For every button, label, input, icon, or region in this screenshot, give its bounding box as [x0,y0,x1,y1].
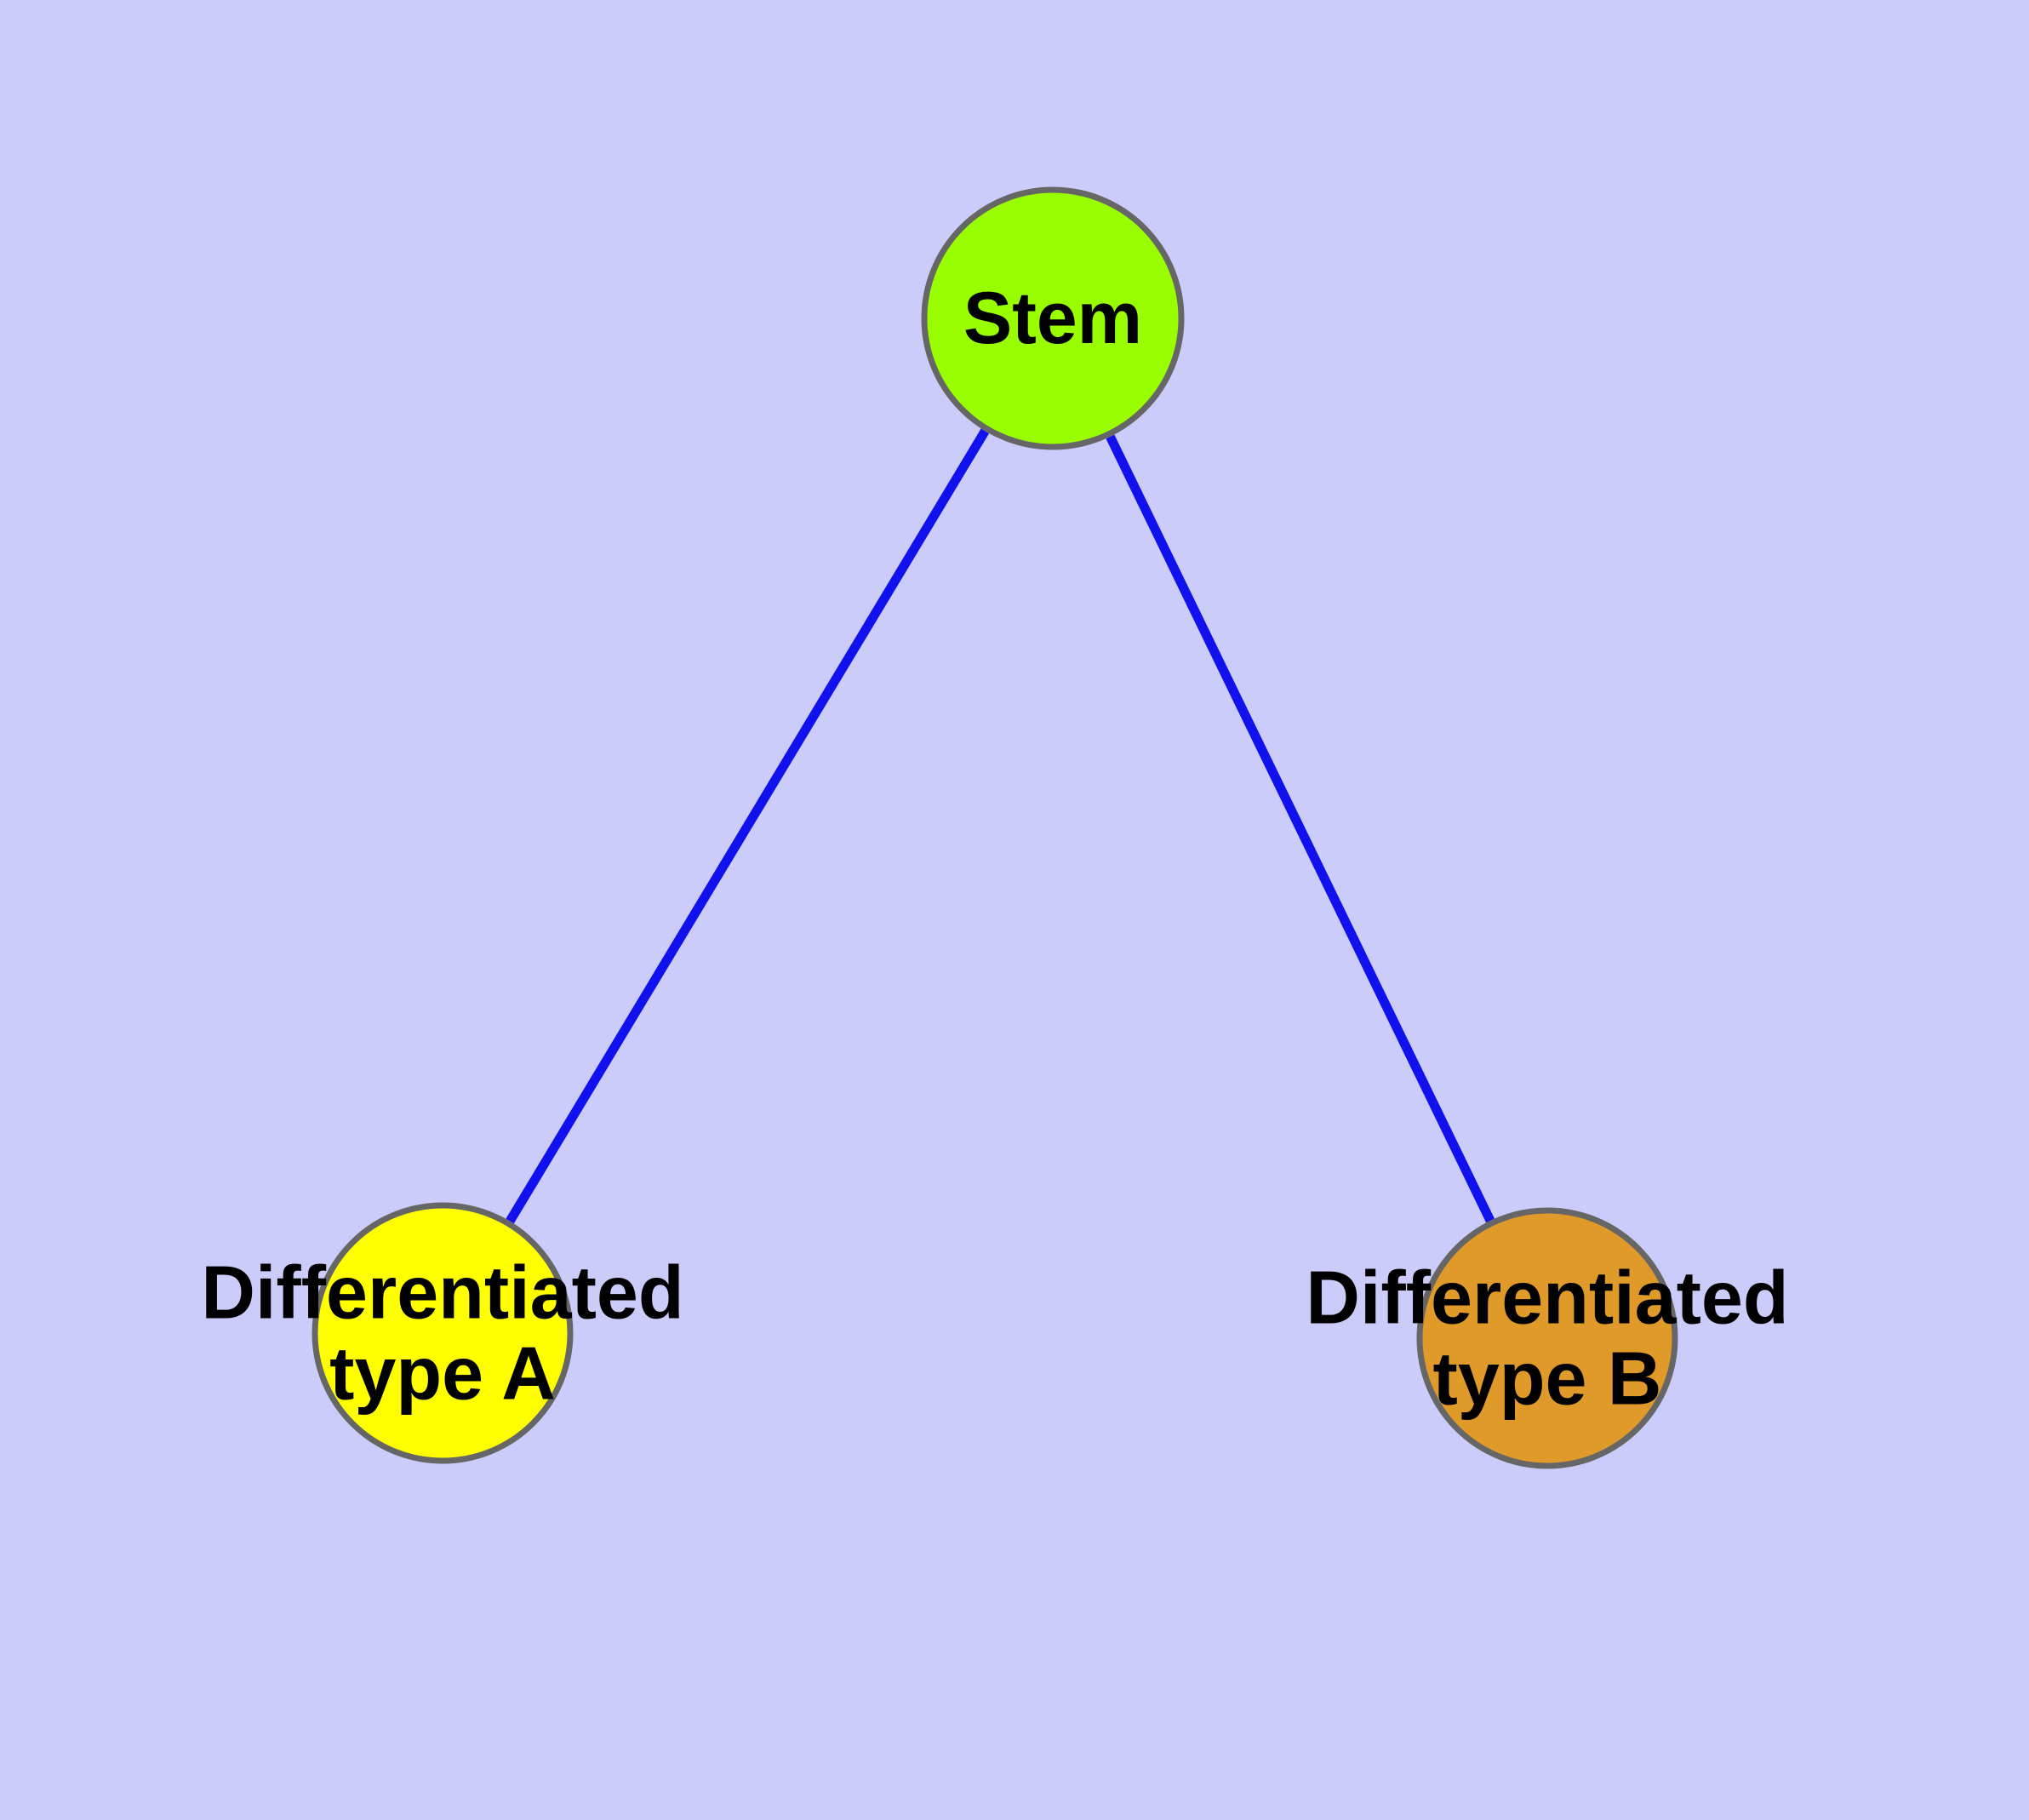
node-label-line: Differentiated [201,1250,683,1334]
edge-stem-to-diff-a [506,428,990,1224]
nodes-layer [311,186,1678,1469]
node-stem[interactable] [921,186,1185,450]
node-label-line: type A [329,1331,556,1415]
edges-layer [506,428,1495,1224]
node-diff-b[interactable] [1416,1207,1678,1469]
node-label-line: Differentiated [1306,1255,1788,1339]
node-label-line: type B [1433,1336,1662,1420]
node-diff-a[interactable] [311,1202,574,1464]
node-label-line: Stem [963,278,1142,359]
edge-stem-to-diff-b [1106,434,1495,1223]
node-label-stem: Stem [963,278,1142,359]
